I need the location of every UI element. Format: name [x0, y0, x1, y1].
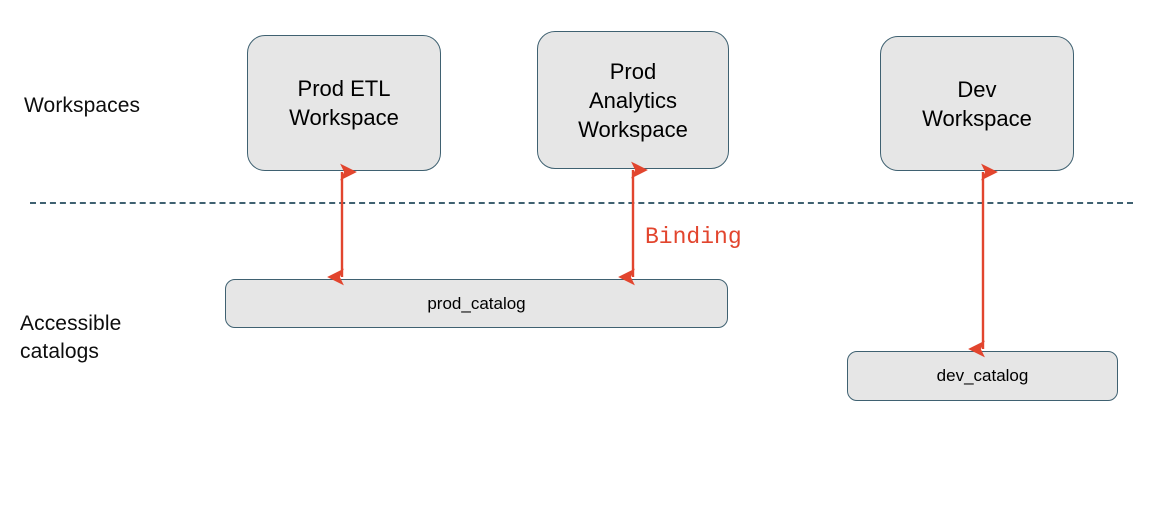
row-label-accessible-catalogs: Accessible catalogs [20, 312, 122, 363]
node-dev-catalog[interactable]: dev_catalog [847, 351, 1118, 401]
binding-annotation-label: Binding [645, 224, 742, 250]
node-prod-analytics-workspace-label: Prod Analytics Workspace [578, 58, 688, 142]
row-label-workspaces: Workspaces [24, 94, 141, 117]
node-prod-catalog-label: prod_catalog [427, 293, 526, 313]
node-dev-catalog-label: dev_catalog [936, 366, 1029, 385]
node-prod-catalog[interactable]: prod_catalog [225, 279, 728, 328]
node-prod-analytics-workspace[interactable]: Prod Analytics Workspace [537, 31, 729, 169]
node-dev-workspace[interactable]: Dev Workspace [880, 36, 1074, 171]
node-prod-etl-workspace[interactable]: Prod ETL Workspace [247, 35, 441, 171]
node-prod-etl-workspace-label: Prod ETL Workspace [289, 76, 399, 130]
node-dev-workspace-label: Dev Workspace [922, 76, 1032, 131]
tier-divider-dashed-line [30, 202, 1133, 204]
